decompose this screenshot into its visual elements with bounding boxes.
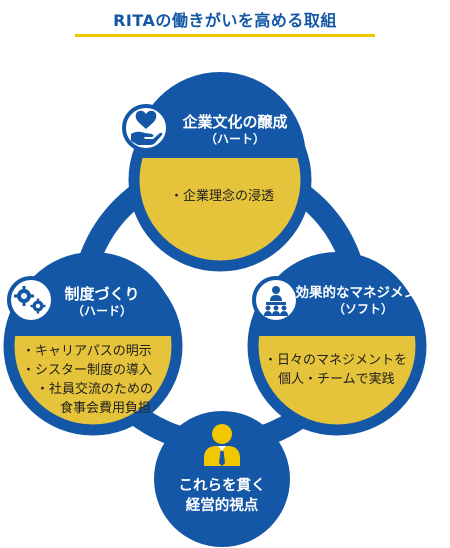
list-item: 個人・チームで実践 [278,371,395,387]
list-item: ・シスター制度の導入 [22,362,153,378]
top-heading: 企業文化の醸成 （ハート） [165,113,305,147]
bottom-text: これらを貫く 経営的視点 [157,476,287,517]
left-items: ・キャリアパスの明示 ・シスター制度の導入 ・社員交流のための 食事会費用負担 [22,343,153,418]
people-meeting-icon [264,286,288,316]
page-title: RITAの働きがいを高める取組 [113,11,337,30]
bottom-line-2: 経営的視点 [185,498,259,515]
top-circle [128,72,312,272]
list-item: ・日々のマネジメントを [264,353,408,368]
right-heading-main: 効果的なマネジメント [295,285,431,301]
right-heading: 効果的なマネジメント （ソフト） [292,285,434,317]
list-item: ・企業理念の浸透 [170,189,275,204]
right-heading-sub: （ソフト） [332,301,393,316]
gears-icon [14,286,46,314]
top-heading-main: 企業文化の醸成 [182,113,288,131]
list-item: ・社員交流のための [36,381,154,397]
left-icon-badge [7,276,55,324]
list-item: ・キャリアパスの明示 [22,344,152,359]
top-heading-sub: （ハート） [204,131,265,146]
businessperson-icon [204,424,240,466]
list-item: 食事会費用負担 [60,400,152,416]
left-heading-sub: （ハード） [71,303,132,318]
bottom-circle [154,411,290,547]
left-heading: 制度づくり （ハード） [52,285,152,319]
top-items: ・企業理念の浸透 [170,188,274,207]
left-heading-main: 制度づくり [64,285,140,303]
hand-heart-icon [131,110,163,145]
right-items: ・日々のマネジメントを 個人・チームで実践 [264,352,407,390]
title-underline [75,34,375,37]
bottom-line-1: これらを貫く [178,478,266,494]
